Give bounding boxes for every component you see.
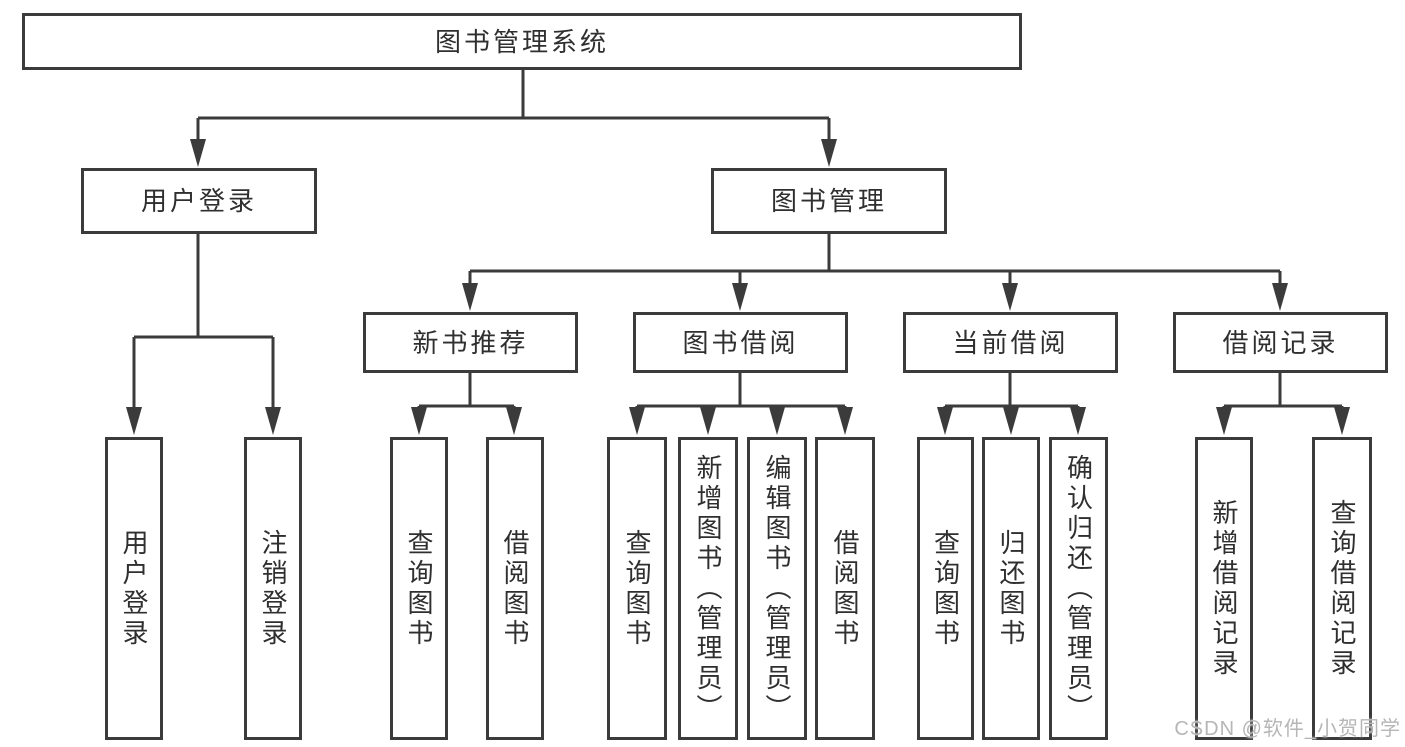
- node-confirm-return-admin: 确认归还（管理员）: [1049, 437, 1108, 740]
- node-label: 确认归还（管理员）: [1063, 453, 1094, 724]
- node-book-borrowing: 图书借阅: [633, 312, 848, 373]
- node-label: 图书借阅: [682, 327, 799, 358]
- node-query-books-current: 查询图书: [917, 437, 974, 740]
- node-edit-book-admin: 编辑图书（管理员）: [747, 437, 807, 740]
- node-user-login-branch: 用户登录: [81, 168, 317, 234]
- node-user-login: 用户登录: [105, 437, 163, 740]
- node-query-books-recommend: 查询图书: [390, 437, 448, 740]
- arrowheads: [126, 139, 1350, 435]
- node-label: 查询图书: [404, 528, 434, 649]
- node-query-borrow-record: 查询借阅记录: [1312, 437, 1372, 740]
- node-add-borrow-record: 新增借阅记录: [1195, 437, 1253, 740]
- node-label: 新书推荐: [412, 327, 529, 358]
- node-label: 借阅图书: [830, 528, 860, 649]
- node-label: 注销登录: [258, 528, 288, 649]
- node-label: 查询图书: [622, 528, 652, 649]
- node-label: 图书管理系统: [434, 26, 609, 57]
- node-return-books: 归还图书: [982, 437, 1040, 740]
- node-label: 当前借阅: [952, 327, 1069, 358]
- node-book-management: 图书管理: [711, 168, 947, 234]
- node-label: 借阅图书: [500, 528, 530, 649]
- node-query-books-borrowing: 查询图书: [607, 437, 667, 740]
- node-label: 新增图书（管理员）: [693, 453, 723, 724]
- node-label: 用户登录: [119, 528, 149, 649]
- node-label: 归还图书: [996, 528, 1026, 649]
- node-borrow-books-recommend: 借阅图书: [486, 437, 544, 740]
- node-label: 编辑图书（管理员）: [762, 453, 792, 724]
- node-label: 用户登录: [140, 186, 257, 216]
- node-label: 借阅记录: [1222, 327, 1339, 358]
- node-add-book-admin: 新增图书（管理员）: [678, 437, 738, 740]
- node-current-borrowing: 当前借阅: [903, 312, 1118, 373]
- csdn-watermark: CSDN @软件_小贺同学: [1174, 718, 1401, 740]
- node-new-book-recommendation: 新书推荐: [363, 312, 578, 373]
- node-label: 查询借阅记录: [1327, 498, 1357, 679]
- node-borrowing-records: 借阅记录: [1173, 312, 1388, 373]
- node-label: 新增借阅记录: [1209, 498, 1239, 679]
- node-logout: 注销登录: [244, 437, 302, 740]
- node-label: 图书管理: [770, 186, 887, 216]
- node-library-management-system: 图书管理系统: [22, 13, 1022, 70]
- node-borrow-books: 借阅图书: [815, 437, 875, 740]
- node-label: 查询图书: [930, 528, 961, 649]
